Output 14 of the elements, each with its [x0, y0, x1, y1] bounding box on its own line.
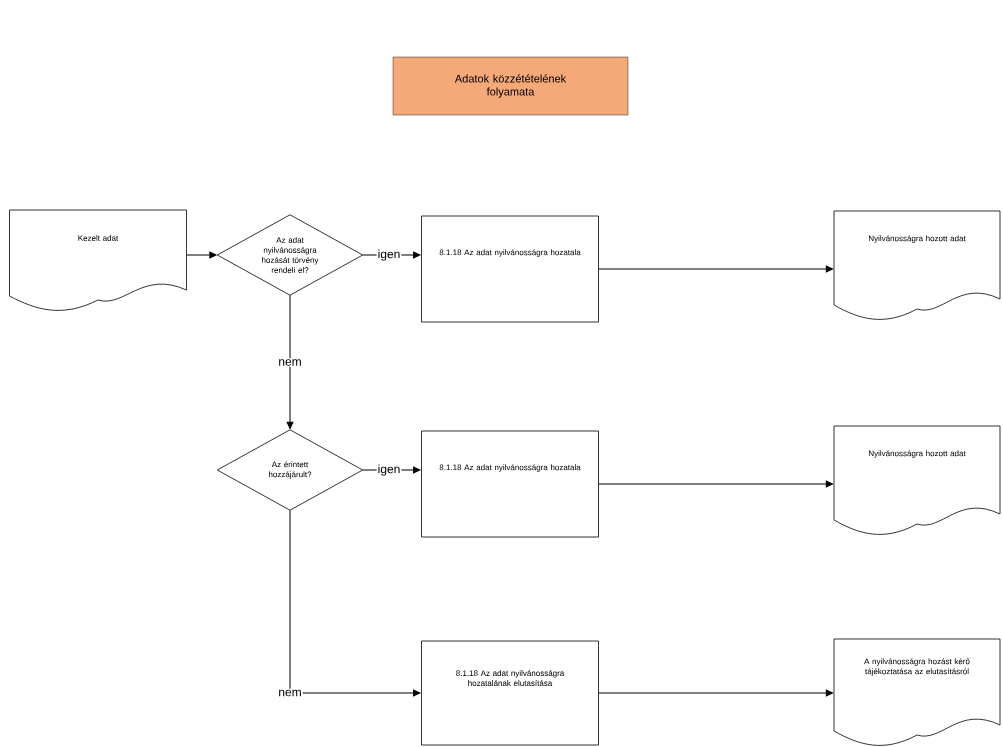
- edge-label: nem: [277, 688, 303, 698]
- edge-label: igen: [376, 463, 402, 477]
- edge-label: igen: [376, 248, 402, 262]
- arrow: [186, 251, 217, 259]
- edge-label: nem: [277, 358, 303, 367]
- arrow: [286, 294, 294, 430]
- arrow: [598, 480, 834, 488]
- arrow: [289, 509, 421, 697]
- process-box: 8.1.18 Az adat nyilvánosságra hozatala: [421, 430, 599, 538]
- arrow: [598, 265, 834, 273]
- title-box: Adatok közzétételének folyamata: [392, 56, 629, 116]
- process-box: 8.1.18 Az adat nyilvánosságra hozatalának elutasítása: [421, 640, 599, 746]
- process-box: 8.1.18 Az adat nyilvánosságra hozatala: [421, 215, 599, 323]
- arrow: [598, 689, 834, 697]
